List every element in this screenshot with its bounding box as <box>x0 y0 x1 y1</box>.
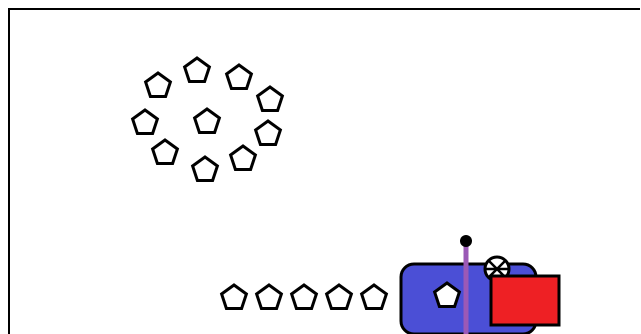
pentagon-icon[interactable] <box>146 73 171 97</box>
pentagon-icon[interactable] <box>231 146 256 170</box>
pentagon-icon[interactable] <box>257 285 282 309</box>
machine <box>401 235 559 334</box>
pentagon-icon[interactable] <box>258 87 283 111</box>
pentagon-icon[interactable] <box>227 65 252 89</box>
pentagon-icon[interactable] <box>222 285 247 309</box>
pentagon-ring <box>133 58 283 181</box>
pentagon-icon[interactable] <box>327 285 352 309</box>
pentagon-icon[interactable] <box>133 110 158 134</box>
pentagon-icon[interactable] <box>362 285 387 309</box>
pentagon-icon[interactable] <box>185 58 210 82</box>
pentagon-icon[interactable] <box>256 121 281 145</box>
pentagon-icon[interactable] <box>153 140 178 164</box>
pentagon-queue <box>222 285 387 309</box>
pentagon-icon[interactable] <box>193 157 218 181</box>
red-block-icon[interactable] <box>491 276 559 325</box>
pentagon-icon[interactable] <box>195 109 220 133</box>
rod-knob-icon[interactable] <box>460 235 472 247</box>
pentagon-icon[interactable] <box>292 285 317 309</box>
